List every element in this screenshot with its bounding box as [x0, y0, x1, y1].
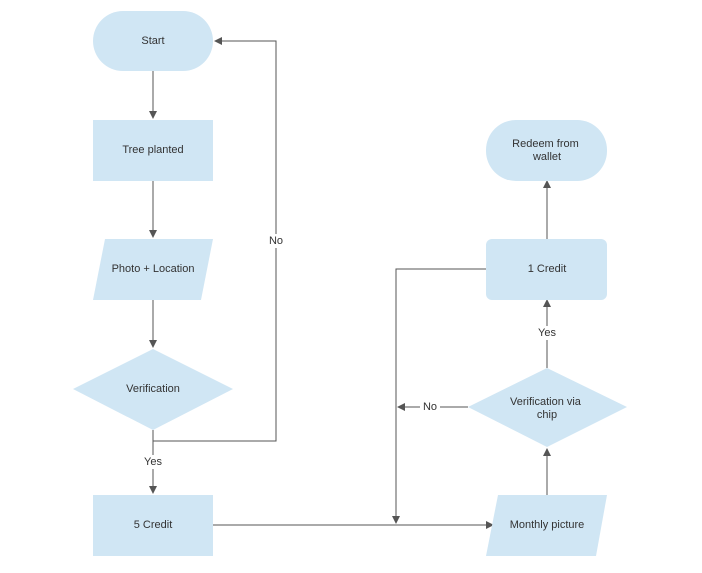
node-tree-planted[interactable]: Tree planted: [93, 120, 213, 181]
node-verification-chip-label-line2: chip: [537, 409, 557, 421]
node-verification[interactable]: Verification: [73, 349, 233, 430]
5-credit-process-shape: [93, 495, 213, 556]
node-tree-planted-label: Tree planted: [122, 144, 183, 156]
verification-chip-decision-shape: [468, 368, 627, 447]
node-redeem-label-line1: Redeem from: [512, 138, 579, 150]
edge-label-verification-yes-text: Yes: [144, 456, 162, 468]
node-5-credit-label: 5 Credit: [134, 519, 173, 531]
verification-decision-shape: [73, 349, 233, 430]
edge-label-chip-yes: Yes: [534, 326, 560, 340]
node-start[interactable]: Start: [93, 11, 213, 71]
edge-labels: No Yes Yes No: [140, 234, 560, 469]
1-credit-process-shape: [486, 239, 607, 300]
edge-label-chip-no-text: No: [423, 401, 437, 413]
node-verification-chip[interactable]: Verification via chip: [468, 368, 627, 447]
edge-label-verification-no: No: [266, 234, 286, 248]
photo-location-data-shape: [93, 239, 213, 300]
monthly-picture-data-shape: [486, 495, 607, 556]
edge-verification-no-to-start[interactable]: [152, 37, 277, 442]
node-1-credit-label: 1 Credit: [528, 263, 567, 275]
node-redeem[interactable]: Redeem from wallet: [486, 120, 607, 181]
node-verification-label: Verification: [126, 383, 180, 395]
node-1-credit[interactable]: 1 Credit: [486, 239, 607, 300]
node-verification-chip-label-line1: Verification via: [510, 396, 582, 408]
edge-label-verification-yes: Yes: [140, 455, 166, 469]
node-photo-location-label: Photo + Location: [112, 263, 195, 275]
node-redeem-label: Redeem from wallet: [512, 138, 582, 163]
node-photo-location[interactable]: Photo + Location: [93, 239, 213, 300]
node-monthly-picture-label: Monthly picture: [510, 519, 585, 531]
tree-planted-process-shape: [93, 120, 213, 181]
edge-1-credit-to-merge[interactable]: [392, 268, 486, 524]
node-monthly-picture[interactable]: Monthly picture: [486, 495, 607, 556]
edge-label-verification-no-text: No: [269, 235, 283, 247]
node-verification-chip-label: Verification via chip: [510, 396, 584, 421]
node-redeem-label-line2: wallet: [532, 151, 561, 163]
start-terminator-shape: [93, 11, 213, 71]
redeem-terminator-shape: [486, 120, 607, 181]
node-start-label: Start: [141, 35, 164, 47]
node-5-credit[interactable]: 5 Credit: [93, 495, 213, 556]
edge-label-chip-yes-text: Yes: [538, 327, 556, 339]
edge-label-chip-no: No: [420, 400, 440, 414]
nodes: Start Tree planted Photo + Location Veri…: [73, 11, 627, 556]
